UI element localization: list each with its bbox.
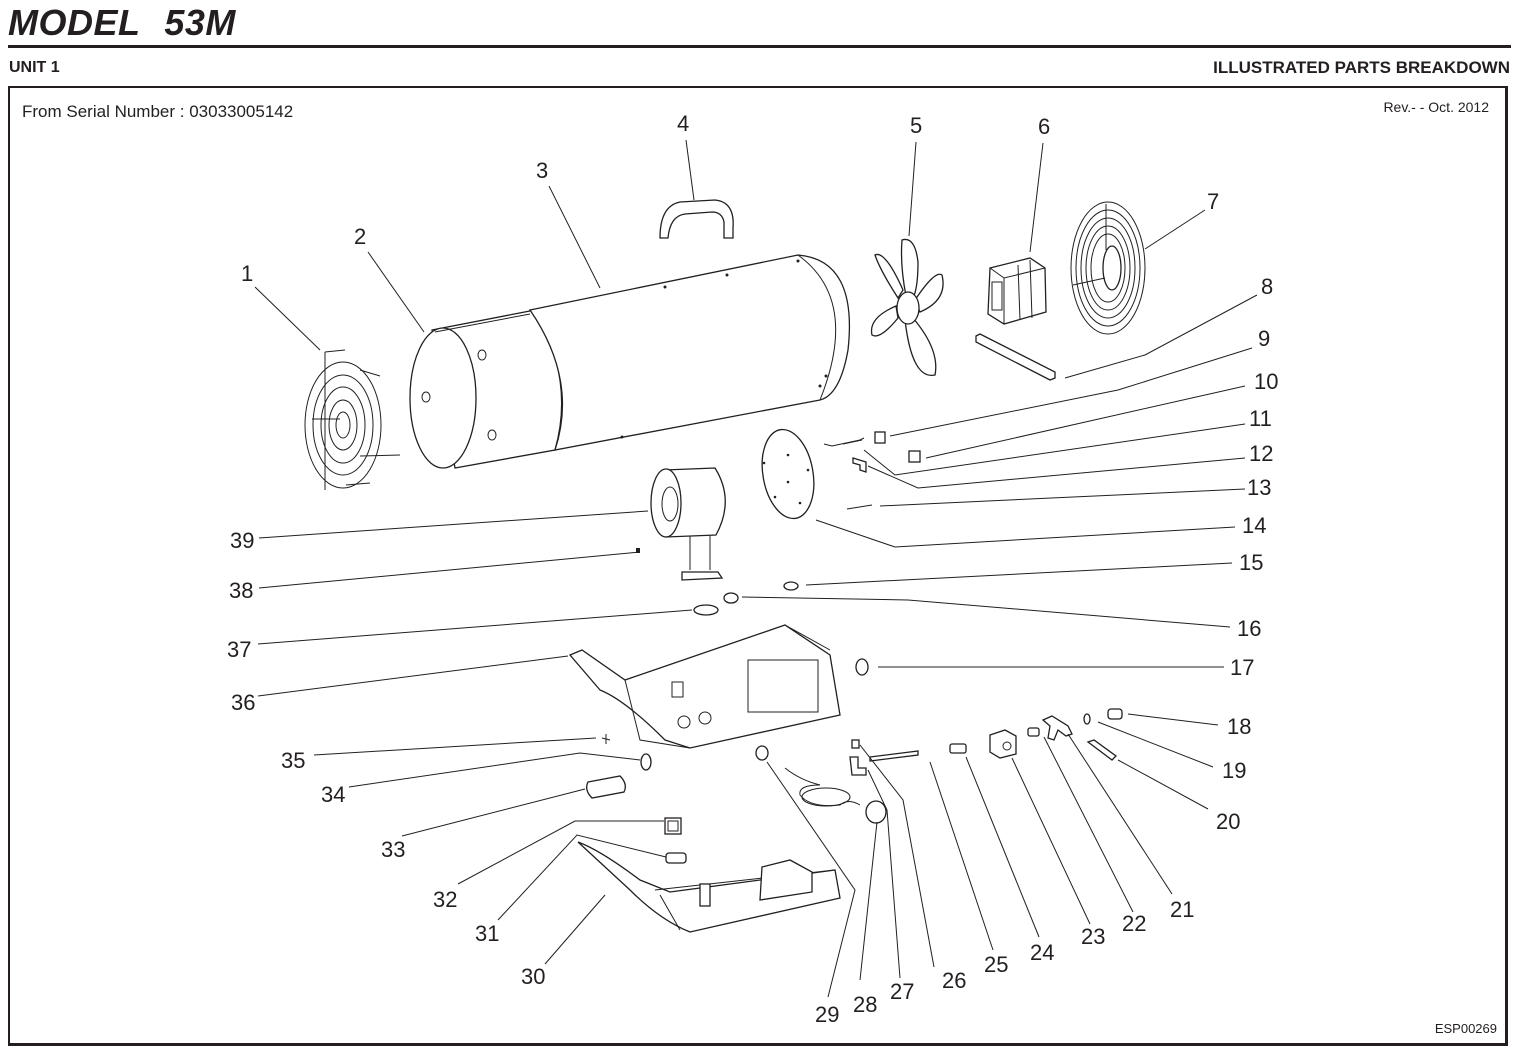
callout-labels: 1 2 3 4 5 6 7 8 9 10 11 12 13 14 15 16 1… — [227, 111, 1278, 1027]
part-27-elbow-fitting[interactable] — [849, 756, 867, 776]
callout-28: 28 — [853, 992, 877, 1017]
callout-15: 15 — [1239, 550, 1263, 575]
callout-20: 20 — [1216, 809, 1240, 834]
part-10-connector[interactable] — [908, 450, 921, 463]
section-title: ILLUSTRATED PARTS BREAKDOWN — [1213, 58, 1510, 77]
part-22-adapter[interactable] — [1027, 727, 1040, 737]
callout-38: 38 — [229, 578, 253, 603]
callout-23: 23 — [1081, 924, 1105, 949]
part-24-connector-fitting[interactable] — [949, 743, 967, 754]
callout-33: 33 — [381, 837, 405, 862]
callout-9: 9 — [1258, 326, 1270, 351]
callout-24: 24 — [1030, 940, 1054, 965]
part-18-fitting[interactable] — [1107, 708, 1123, 720]
callout-19: 19 — [1222, 758, 1246, 783]
callout-22: 22 — [1122, 911, 1146, 936]
callout-36: 36 — [231, 690, 255, 715]
callout-16: 16 — [1237, 616, 1261, 641]
part-33-capacitor[interactable] — [586, 775, 626, 799]
callout-13: 13 — [1247, 475, 1271, 500]
part-31-push-button[interactable] — [665, 852, 687, 864]
part-2-combustion-chamber[interactable] — [409, 309, 563, 469]
callout-21: 21 — [1170, 897, 1194, 922]
part-17-cable-gland[interactable] — [855, 658, 869, 676]
callout-27: 27 — [890, 979, 914, 1004]
part-14-burner-plate[interactable] — [756, 425, 821, 522]
header-divider — [8, 45, 1511, 48]
part-4-carry-handle[interactable] — [659, 199, 734, 239]
part-35-clip[interactable] — [601, 734, 611, 744]
part-12-bracket-clip[interactable] — [852, 457, 867, 473]
part-8-motor-bracket[interactable] — [975, 333, 1056, 381]
part-36-upper-chassis[interactable] — [568, 624, 841, 749]
part-39-burner-head[interactable] — [650, 467, 726, 581]
callout-8: 8 — [1261, 274, 1273, 299]
part-9-connector[interactable] — [874, 431, 886, 444]
part-19-washer[interactable] — [1083, 713, 1091, 725]
callout-25: 25 — [984, 952, 1008, 977]
callout-29: 29 — [815, 1002, 839, 1027]
callout-4: 4 — [677, 111, 689, 136]
callout-39: 39 — [230, 528, 254, 553]
revision-label: Rev.- - Oct. 2012 — [1383, 99, 1489, 115]
unit-label: UNIT 1 — [9, 59, 60, 76]
part-15-grommet[interactable] — [783, 581, 799, 591]
callout-6: 6 — [1038, 114, 1050, 139]
callout-5: 5 — [910, 113, 922, 138]
part-6-motor[interactable] — [987, 257, 1047, 325]
part-30-base-tray[interactable] — [577, 841, 841, 933]
part-28-power-cord-plug[interactable] — [784, 767, 887, 824]
callout-18: 18 — [1227, 714, 1251, 739]
callout-30: 30 — [521, 964, 545, 989]
callout-31: 31 — [475, 921, 499, 946]
document-id: ESP00269 — [1434, 1021, 1497, 1036]
part-11-ignition-electrode[interactable] — [823, 437, 865, 447]
callout-1: 1 — [241, 261, 253, 286]
callout-3: 3 — [536, 158, 548, 183]
callout-12: 12 — [1249, 441, 1273, 466]
part-20-nozzle[interactable] — [1086, 739, 1117, 761]
part-5-fan-blade[interactable] — [870, 238, 944, 376]
part-38-screw[interactable] — [636, 548, 640, 553]
part-3-outer-housing[interactable] — [528, 254, 851, 451]
part-25-gas-tube[interactable] — [869, 750, 919, 762]
callout-34: 34 — [321, 782, 345, 807]
leader-lines — [254, 139, 1258, 998]
callout-17: 17 — [1230, 655, 1254, 680]
part-26-nut[interactable] — [851, 739, 860, 749]
callout-2: 2 — [354, 224, 366, 249]
part-16-grommet[interactable] — [723, 592, 739, 604]
callout-7: 7 — [1207, 189, 1219, 214]
part-7-front-guard-grille[interactable] — [1070, 201, 1146, 335]
part-1-rear-guard-grille[interactable] — [304, 349, 401, 490]
callout-26: 26 — [942, 968, 966, 993]
part-23-solenoid-valve[interactable] — [989, 729, 1017, 759]
callout-11: 11 — [1249, 406, 1272, 431]
callout-10: 10 — [1254, 369, 1278, 394]
model-title: MODEL 53M — [8, 2, 236, 43]
part-34-bushing[interactable] — [640, 753, 652, 771]
part-13-thermocouple[interactable] — [846, 504, 873, 510]
callout-14: 14 — [1242, 513, 1266, 538]
part-29-strain-relief[interactable] — [755, 745, 769, 761]
part-21-tee-fitting[interactable] — [1041, 715, 1073, 741]
diagram-frame — [8, 86, 1508, 1046]
callout-37: 37 — [227, 637, 251, 662]
callout-32: 32 — [433, 887, 457, 912]
part-37-gasket[interactable] — [693, 604, 719, 616]
part-32-rocker-switch[interactable] — [664, 817, 682, 835]
serial-number-label: From Serial Number : 03033005142 — [22, 102, 294, 121]
callout-35: 35 — [281, 748, 305, 773]
